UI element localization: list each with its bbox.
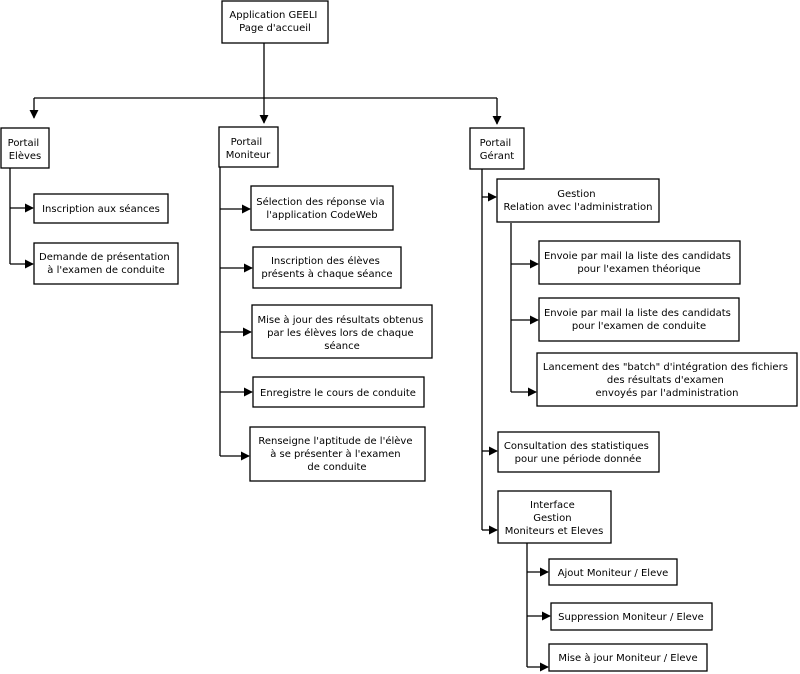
svg-text:Mise à jour des résultats obte: Mise à jour des résultats obtenus par le…: [257, 314, 426, 352]
svg-text:Inscription aux séances: Inscription aux séances: [42, 203, 160, 215]
node-portail-gerant: Portail Gérant: [469, 127, 525, 170]
connectors: [9, 43, 551, 672]
node-envoie-conduite: Envoie par mail la liste des candidats p…: [538, 297, 740, 342]
node-consultation-statistiques: Consultation des statistiques pour une p…: [497, 431, 660, 473]
svg-text:Renseigne l'aptitude de l'élèv: Renseigne l'aptitude de l'élève à se pré…: [258, 435, 415, 473]
svg-text:Envoie par mail la liste des c: Envoie par mail la liste des candidats p…: [544, 251, 734, 275]
svg-text:Gestion Relation avec l': Gestion Relation avec l'administration: [504, 189, 653, 213]
node-interface-gestion: Interface Gestion Moniteurs et Eleves: [497, 490, 612, 544]
node-enregistre-cours: Enregistre le cours de conduite: [252, 376, 425, 408]
node-renseigne-aptitude: Renseigne l'aptitude de l'élève à se pré…: [249, 426, 426, 482]
root-line-1: Application GEELI: [229, 10, 317, 21]
node-inscription-seances: Inscription aux séances: [33, 193, 169, 224]
node-lancement-batch: Lancement des "batch" d'intégration des …: [536, 352, 798, 407]
svg-text:Portail Elèves: Portail Elèves: [8, 138, 43, 162]
svg-text:Portail Moniteur: Portail Moniteur: [226, 137, 271, 161]
svg-text:Enregistre le cours de conduit: Enregistre le cours de conduite: [260, 388, 416, 399]
svg-text:Mise à jour Moniteur / Eleve: Mise à jour Moniteur / Eleve: [558, 652, 697, 664]
node-envoie-theorique: Envoie par mail la liste des candidats p…: [538, 240, 741, 285]
svg-text:Ajout Moniteur / Eleve: Ajout Moniteur / Eleve: [558, 568, 669, 579]
svg-text:Suppression Moniteur / Eleve: Suppression Moniteur / Eleve: [558, 612, 704, 623]
svg-text:Portail Gérant: Portail Gérant: [480, 138, 515, 162]
svg-text:Demande de présentation: Demande de présentation à l'examen de co…: [39, 251, 173, 276]
node-portail-eleves: Portail Elèves: [0, 127, 50, 169]
node-root: Application GEELI Page d'accueil: [221, 0, 329, 44]
node-ajout: Ajout Moniteur / Eleve: [548, 558, 678, 586]
node-mise-a-jour-moniteur: Mise à jour Moniteur / Eleve: [548, 643, 708, 672]
svg-text:Sélection des réponse via: Sélection des réponse via l'application …: [256, 196, 388, 221]
svg-text:Application GEELI Page d: Application GEELI Page d'accueil: [229, 10, 320, 34]
node-inscription-eleves: Inscription des élèves présents à chaque…: [252, 246, 402, 289]
root-line-2: Page d'accueil: [239, 23, 311, 34]
node-demande-presentation: Demande de présentation à l'examen de co…: [33, 242, 179, 285]
node-mise-a-jour-resultats: Mise à jour des résultats obtenus par le…: [251, 304, 433, 359]
svg-text:Envoie par mail la liste des c: Envoie par mail la liste des candidats p…: [544, 308, 734, 332]
node-gestion-relation: Gestion Relation avec l'administration: [496, 178, 660, 223]
svg-text:Interface Gestion: Interface Gestion Moniteurs et Eleves: [505, 500, 604, 537]
node-selection-reponse: Sélection des réponse via l'application …: [250, 185, 394, 231]
node-suppression: Suppression Moniteur / Eleve: [550, 602, 713, 631]
svg-text:Consultation des statistiques: Consultation des statistiques pour une p…: [504, 441, 652, 465]
svg-text:Inscription des élèves p: Inscription des élèves présents à chaque…: [261, 255, 392, 280]
node-portail-moniteur: Portail Moniteur: [218, 126, 279, 168]
svg-text:Lancement des "batch" d'intégr: Lancement des "batch" d'intégration des …: [543, 361, 791, 399]
